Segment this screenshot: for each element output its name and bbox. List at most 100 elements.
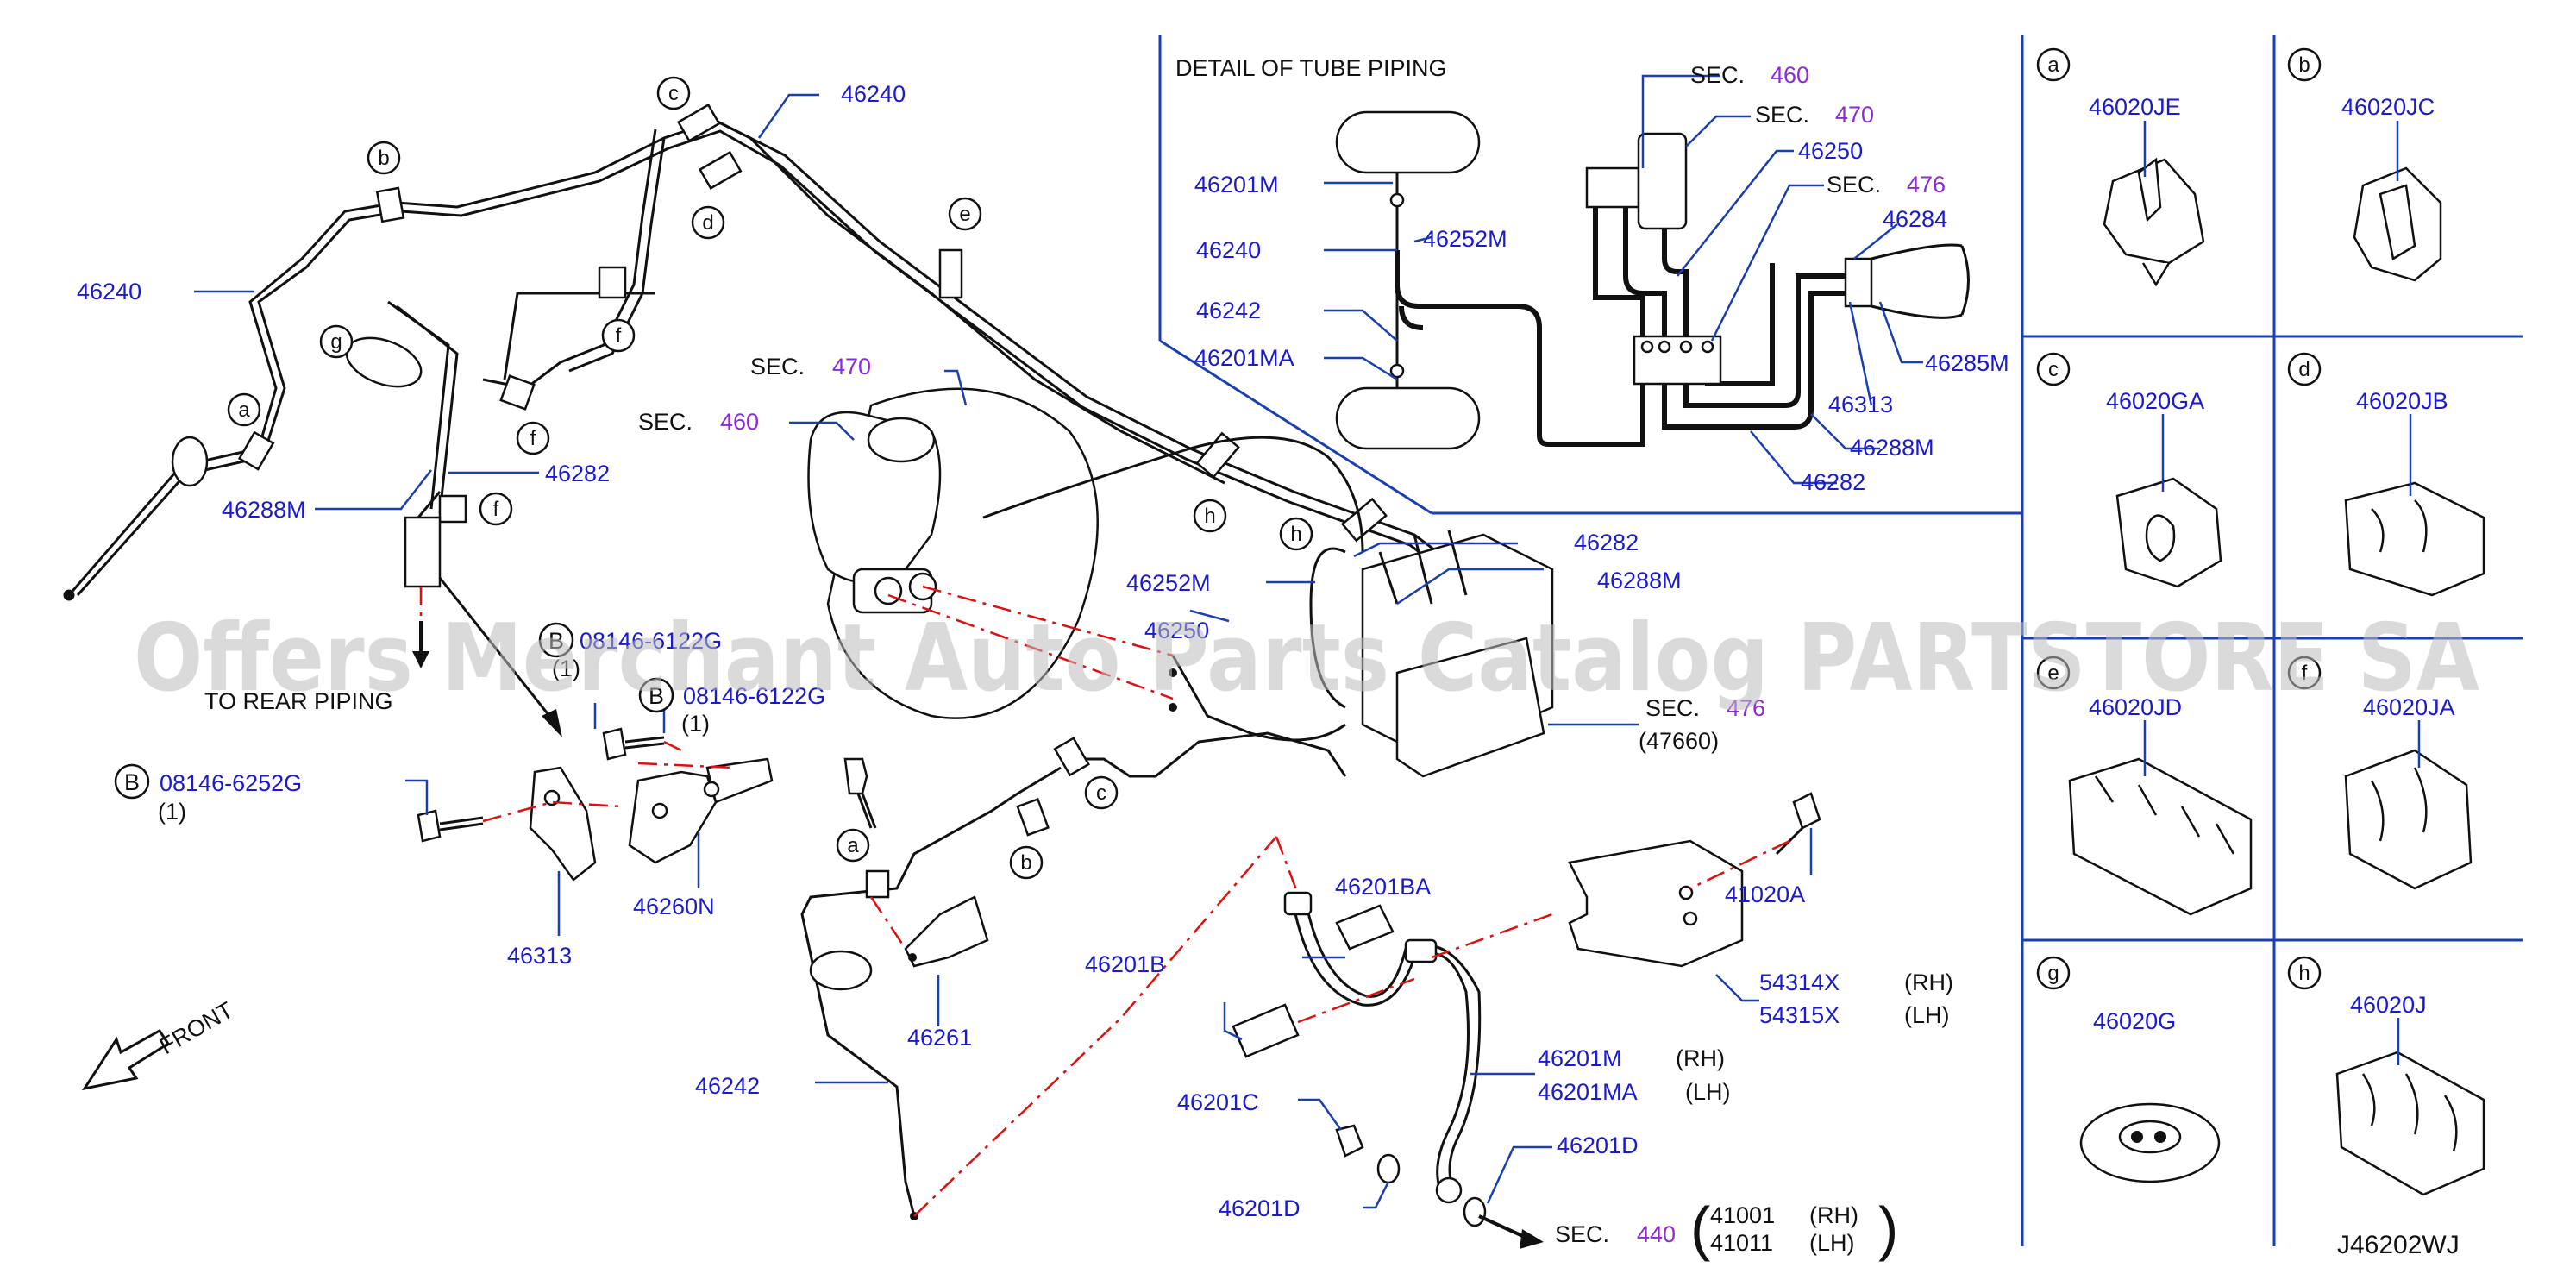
label-46201C: 46201C	[1177, 1089, 1259, 1115]
frame-lines	[1158, 35, 2523, 1246]
clip-part-d: 46020JB	[2356, 388, 2448, 414]
callout-f-1: f	[616, 324, 622, 348]
sec-num-460-detail: 460	[1771, 62, 1809, 88]
label-46250-main: 46250	[1144, 618, 1209, 643]
label-54315X: 54315X	[1759, 1002, 1840, 1028]
callout-a-2: a	[847, 834, 859, 857]
front-label: FRONT	[155, 997, 238, 1059]
label-46261: 46261	[907, 1025, 972, 1051]
panel-letter-c: c	[2048, 358, 2059, 381]
sec-word-460: SEC.	[638, 409, 693, 435]
part-labels: 46240 46240 46288M 46282 46313 46260N 46…	[77, 81, 2455, 1262]
label-46313-detail: 46313	[1828, 392, 1893, 417]
label-46313-main: 46313	[507, 943, 572, 969]
bolt-number-1: 08146-6252G	[160, 770, 302, 796]
callout-circles: a b c d e f f f g h h c b a a b c d e f …	[114, 47, 2322, 990]
front-arrow	[81, 1029, 171, 1091]
section-refs: SEC. 470 SEC. 460 SEC. 476 (47660) SEC. …	[638, 62, 1946, 1247]
label-46201M-detail: 46201M	[1194, 172, 1279, 198]
label-46240-detail: 46240	[1196, 237, 1261, 263]
label-46288M-detail: 46288M	[1850, 435, 1934, 461]
label-46201BA: 46201BA	[1335, 874, 1431, 900]
sec-num-470: 470	[832, 354, 871, 380]
panel-letter-e: e	[2047, 662, 2059, 685]
detail-title: DETAIL OF TUBE PIPING	[1175, 55, 1447, 81]
callout-c-2: c	[1096, 781, 1106, 805]
clip-panel-art	[2068, 121, 2485, 1196]
bolt-marker-1: B	[124, 769, 140, 795]
bolt-qty-1: (1)	[158, 799, 186, 825]
side-lh-46201MA: (LH)	[1685, 1079, 1731, 1105]
sec-sub-47660: (47660)	[1639, 728, 1719, 754]
diagram-code: J46202WJ	[2337, 1231, 2460, 1259]
callout-b-2: b	[1020, 851, 1031, 875]
label-46201D-right: 46201D	[1557, 1133, 1639, 1158]
callout-f-3: f	[493, 498, 499, 521]
panel-letter-g: g	[2047, 962, 2059, 985]
main-brake-piping	[63, 93, 1545, 737]
sec-num-470-detail: 470	[1835, 102, 1874, 128]
tube-piping-detail: DETAIL OF TUBE PIPING	[1175, 55, 1970, 485]
panel-letter-h: h	[2298, 962, 2310, 985]
clip-part-h: 46020J	[2350, 992, 2427, 1018]
side-rh-41001: (RH)	[1809, 1202, 1858, 1228]
bolt-labels: 08146-6252G (1) 08146-6122G (1) 08146-61…	[158, 628, 825, 825]
label-46242-main: 46242	[695, 1073, 760, 1099]
label-46288M-left: 46288M	[222, 497, 306, 523]
side-rh-54314X: (RH)	[1904, 969, 1953, 995]
sec-word-460-detail: SEC.	[1690, 62, 1745, 88]
side-lh-41011: (LH)	[1809, 1230, 1855, 1256]
label-46252M-main: 46252M	[1126, 570, 1211, 596]
callout-g-1: g	[330, 330, 342, 354]
sec-word-476-detail: SEC.	[1827, 172, 1881, 198]
sec-num-440: 440	[1637, 1221, 1676, 1247]
junction-blocks	[405, 703, 774, 936]
label-46201MA-detail: 46201MA	[1194, 345, 1294, 371]
clip-part-b: 46020JC	[2341, 94, 2435, 120]
sec-num-476-detail: 476	[1907, 172, 1946, 198]
callout-a-1: a	[238, 398, 250, 422]
label-46260N: 46260N	[633, 894, 715, 919]
panel-letter-a: a	[2047, 53, 2059, 77]
label-41020A: 41020A	[1725, 882, 1805, 907]
callout-b-1: b	[378, 147, 389, 170]
bolt-qty-3: (1)	[681, 711, 710, 737]
label-54314X: 54314X	[1759, 969, 1840, 995]
clip-part-c: 46020GA	[2106, 388, 2204, 414]
sec-num-460: 460	[720, 409, 759, 435]
label-46201D-left: 46201D	[1219, 1195, 1301, 1221]
sec-word-440: SEC.	[1555, 1221, 1609, 1247]
label-46240-left: 46240	[77, 279, 141, 304]
callout-h-2: h	[1290, 523, 1301, 546]
label-41011: 41011	[1710, 1230, 1773, 1256]
panel-letter-d: d	[2298, 358, 2310, 381]
abs-actuator	[887, 436, 1639, 778]
svg-text:(: (	[1690, 1195, 1710, 1262]
bolt-qty-2: (1)	[552, 656, 580, 681]
clip-part-g: 46020G	[2093, 1008, 2176, 1034]
bolt-marker-3: B	[649, 683, 664, 709]
label-46282-left: 46282	[545, 461, 610, 486]
callout-d-1: d	[702, 211, 713, 235]
svg-text:): )	[1878, 1195, 1898, 1262]
bolt-number-2: 08146-6122G	[580, 628, 722, 654]
label-46250-detail: 46250	[1798, 138, 1863, 164]
label-46282-detail: 46282	[1801, 469, 1865, 495]
label-46252M-detail: 46252M	[1423, 226, 1507, 252]
callout-f-2: f	[530, 427, 536, 450]
label-46242-detail: 46242	[1196, 298, 1261, 323]
label-46201MA-main: 46201MA	[1538, 1079, 1638, 1105]
clip-part-a: 46020JE	[2089, 94, 2181, 120]
label-41001: 41001	[1710, 1202, 1775, 1228]
sec-word-470-detail: SEC.	[1755, 102, 1809, 128]
label-46240-top: 46240	[841, 81, 906, 107]
side-rh-46201M: (RH)	[1676, 1045, 1725, 1071]
label-46201B: 46201B	[1085, 951, 1165, 977]
bolt-marker-2: B	[548, 628, 564, 654]
clip-part-e: 46020JD	[2089, 694, 2182, 720]
brake-hose	[1223, 891, 1553, 1249]
panel-letter-f: f	[2302, 662, 2308, 685]
callout-c-1: c	[668, 82, 679, 105]
panel-letter-b: b	[2298, 53, 2310, 77]
